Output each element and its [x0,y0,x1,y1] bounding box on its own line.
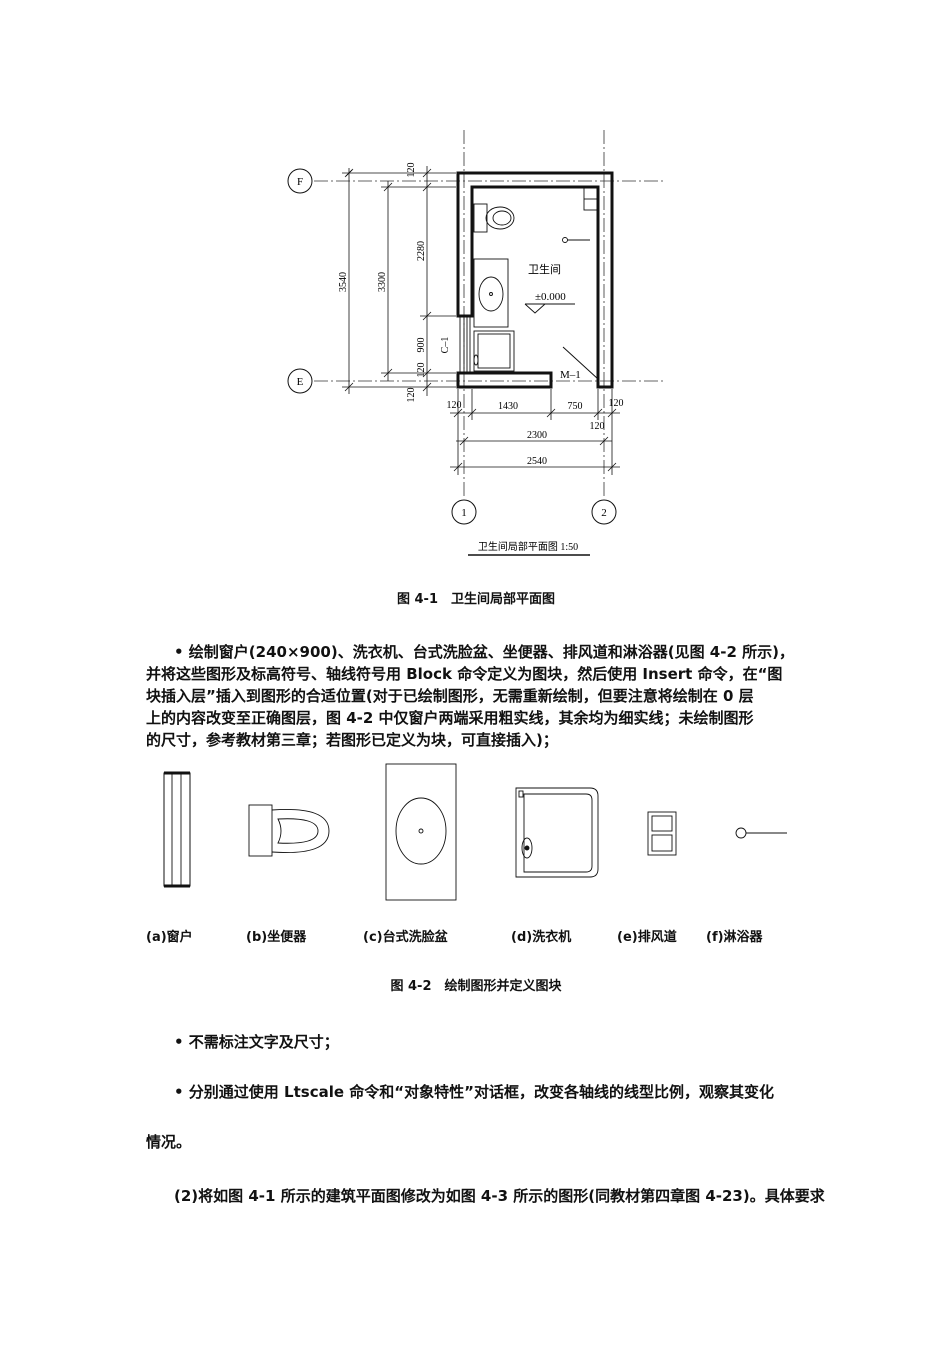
dim-total-vertical: 3540 [338,272,349,292]
dim-left-wall: 120 [447,400,462,411]
axis-label-f: F [297,176,303,188]
label-window: (a)窗户 [146,930,193,945]
axis-label-e: E [297,376,304,388]
room-name: 卫生间 [528,262,561,276]
washing-machine-icon [473,330,515,372]
dim-upper: 2280 [416,241,427,261]
window-c1 [459,316,471,373]
bullet-ltscale-cont: 情况。 [146,1133,192,1151]
dim-right-wall: 120 [609,398,624,409]
floor-plan-drawing: F E 1 2 M–1 卫生 [287,130,665,556]
shower-icon [562,237,590,243]
para-line: • 绘制窗户(240×900)、洗衣机、台式洗脸盆、坐便器、排风道和淋浴器(见图… [174,643,794,661]
door-leaf [562,346,599,380]
toilet-block-icon [248,804,330,857]
dim-inner-vertical: 3300 [377,272,388,292]
para-line: 块插入层”插入到图形的合适位置(对于已绘制图形，无需重新绘制，但要注意将绘制在 … [146,687,754,705]
vertical-dimensions [342,166,456,396]
label-shower: (f)淋浴器 [706,930,763,945]
block-figures [163,763,787,901]
exhaust-duct-icon [583,187,598,211]
para-line: 上的内容改变至正确图层，图 4-2 中仅窗户两端采用粗实线，其余均为细实线；未绘… [146,709,754,727]
window-label: C–1 [440,337,451,354]
dim-seg1: 1430 [498,401,518,412]
elevation-symbol [524,303,575,314]
dim-seg2: 750 [568,401,583,412]
shower-block-icon [735,827,787,839]
label-washbasin: (c)台式洗脸盆 [363,930,448,945]
dim-total-horizontal: 2540 [527,456,547,467]
toilet-icon [473,203,515,233]
axis-lines [314,130,665,498]
drawing-title: 卫生间局部平面图 1:50 [478,540,578,553]
dim-inner-horizontal: 2300 [527,430,547,441]
label-exhaust-duct: (e)排风道 [617,930,677,945]
dim-wall-b: 120 [406,388,417,403]
dim-gap: 120 [590,421,605,432]
dim-wall-a: 120 [416,363,427,378]
axis-label-2: 2 [601,507,607,519]
walls [456,171,614,389]
para-line: 并将这些图形及标高符号、轴线符号用 Block 命令定义为图块，然后使用 Ins… [146,665,783,683]
figure-4-1-caption: 图 4-1 卫生间局部平面图 [396,592,555,607]
task-2-paragraph: (2)将如图 4-1 所示的建筑平面图修改为如图 4-3 所示的图形(同教材第四… [174,1187,825,1205]
window-block-icon [163,771,191,888]
dim-top-wall: 120 [406,163,417,178]
axis-bubbles [287,168,617,525]
instruction-paragraph: • 绘制窗户(240×900)、洗衣机、台式洗脸盆、坐便器、排风道和淋浴器(见图… [146,641,810,751]
exhaust-duct-block-icon [647,811,677,856]
label-washing-machine: (d)洗衣机 [511,930,572,945]
figure-4-2-caption: 图 4-2 绘制图形并定义图块 [390,979,562,994]
para-line: 的尺寸，参考教材第三章；若图形已定义为块，可直接插入)； [146,731,558,749]
horizontal-dimensions [450,389,620,475]
label-toilet: (b)坐便器 [246,930,307,945]
bullet-no-annotation: • 不需标注文字及尺寸； [174,1033,339,1051]
door-label: M–1 [560,369,581,381]
axis-label-1: 1 [461,507,467,519]
elevation-value: ±0.000 [535,291,566,303]
dim-window: 900 [416,338,427,353]
bullet-ltscale: • 分别通过使用 Ltscale 命令和“对象特性”对话框，改变各轴线的线型比例… [174,1083,774,1101]
washbasin-icon [473,258,509,328]
washbasin-block-icon [385,763,457,901]
washing-machine-block-icon [515,787,599,878]
